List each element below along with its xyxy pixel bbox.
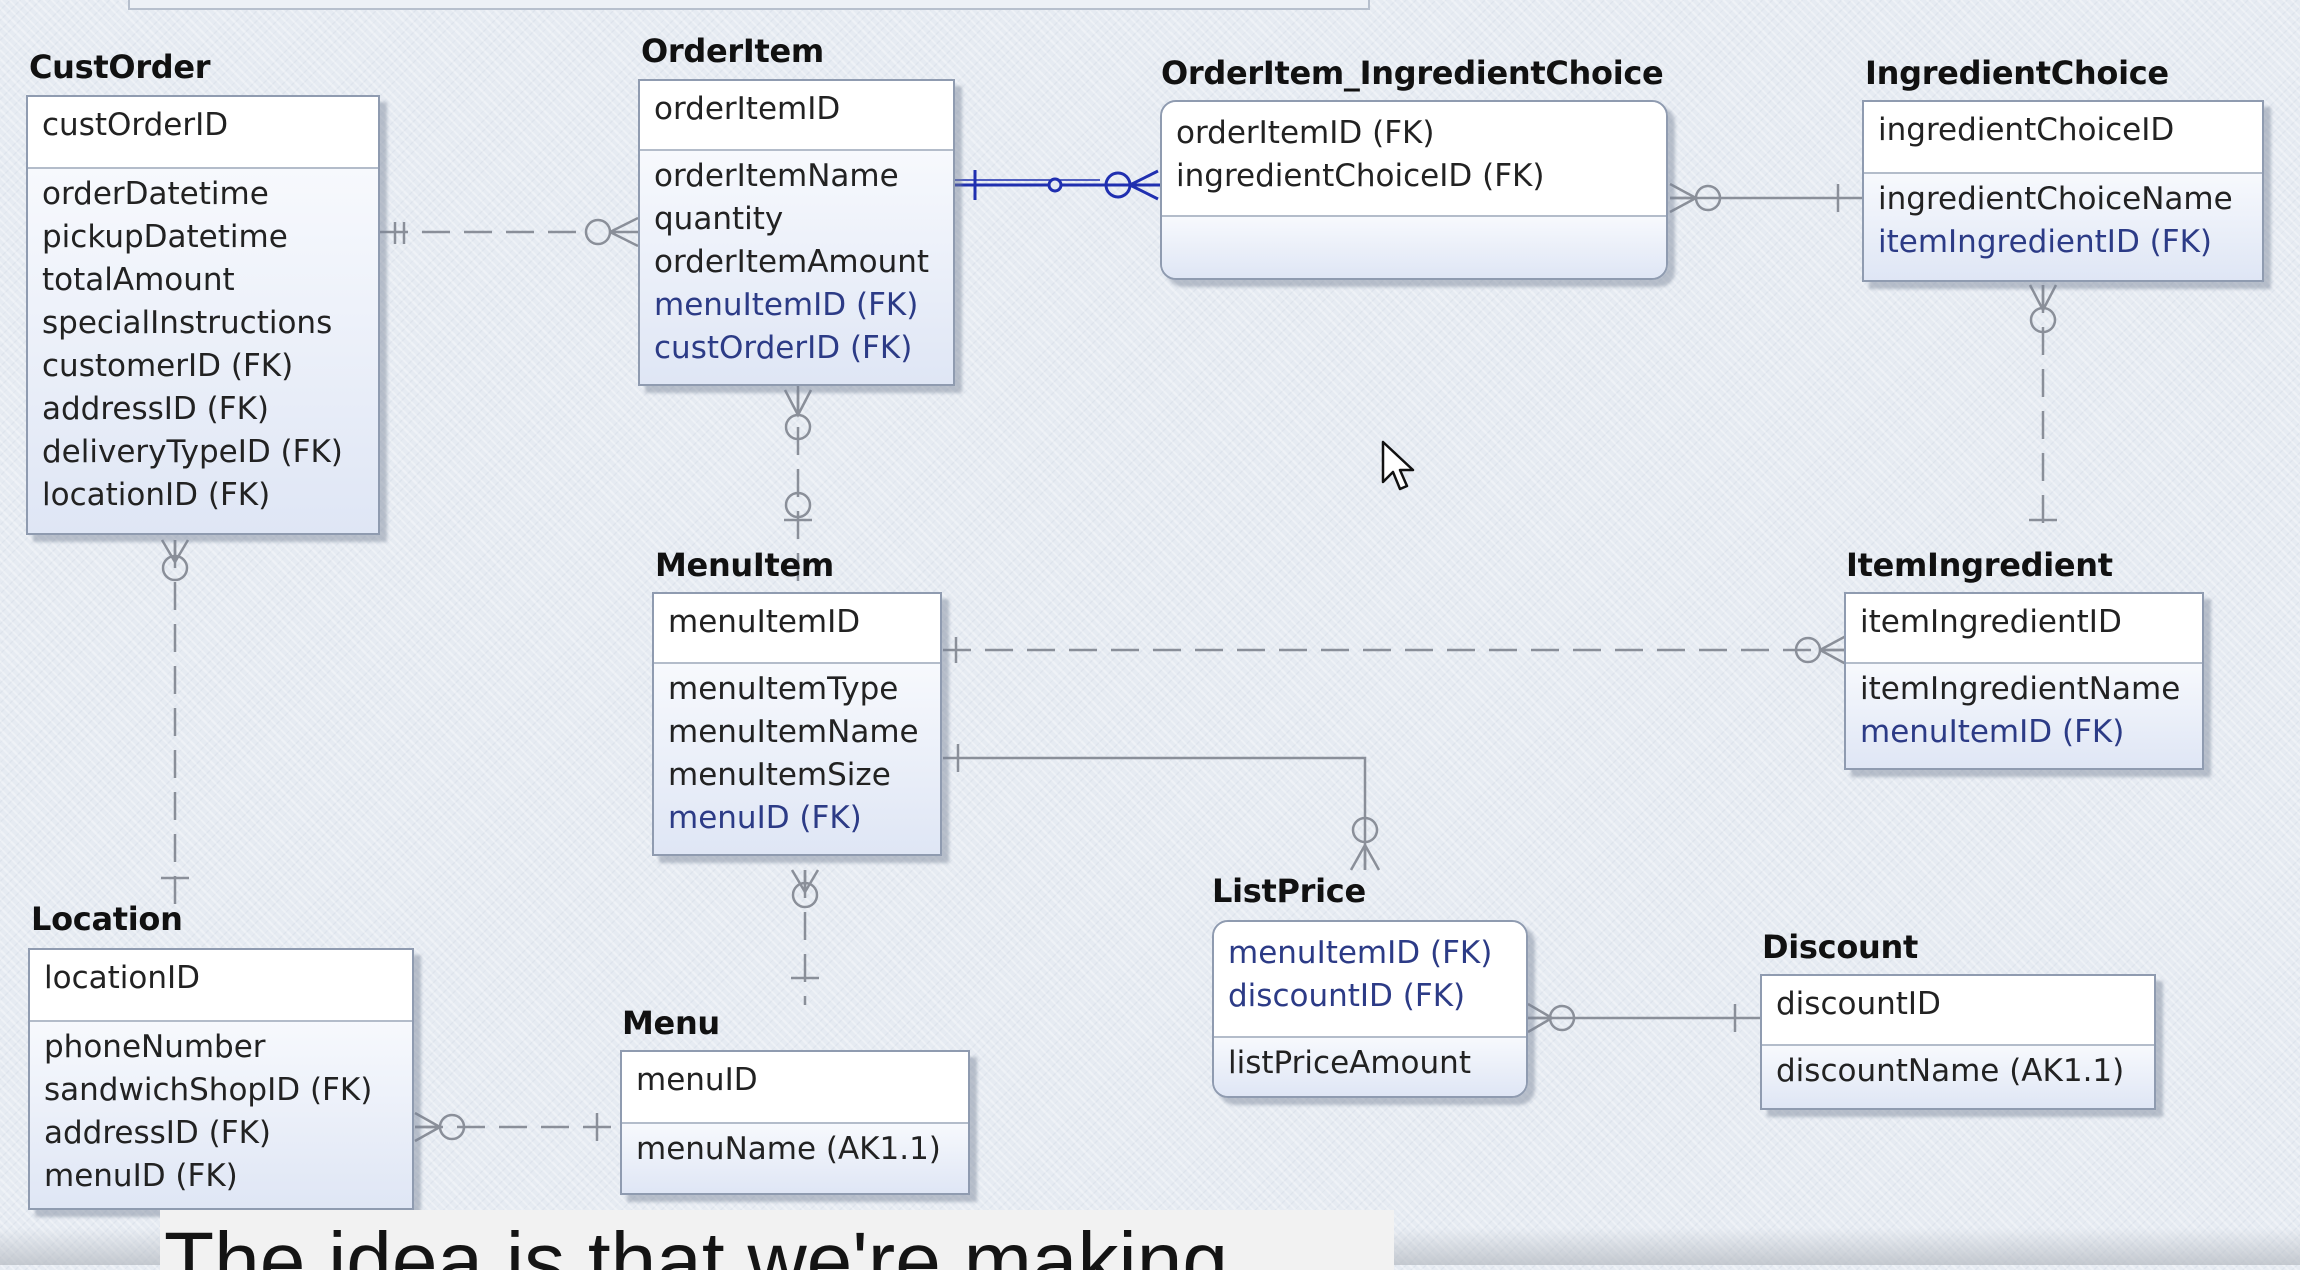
attribute: orderItemID <box>654 91 841 127</box>
attribute: specialInstructions <box>42 305 333 341</box>
rel-custorder-location[interactable] <box>160 539 190 905</box>
attribute: itemIngredientID <box>1860 604 2122 640</box>
mouse-pointer-icon <box>1381 440 1415 498</box>
attribute: menuItemType <box>668 671 899 707</box>
attribute: locationID <box>44 960 201 996</box>
attributes-section: itemIngredientName menuItemID (FK) <box>1846 664 2202 768</box>
entity-box[interactable]: orderItemID (FK) ingredientChoiceID (FK) <box>1160 100 1668 280</box>
attributes-section: listPriceAmount <box>1214 1038 1526 1096</box>
attribute: listPriceAmount <box>1228 1045 1471 1081</box>
primary-key-section: locationID <box>30 950 412 1022</box>
rel-custorder-orderitem[interactable] <box>380 216 639 248</box>
attributes-section: ingredientChoiceName itemIngredientID (F… <box>1864 174 2262 280</box>
attribute: menuItemID (FK) <box>1860 714 2125 750</box>
attribute: custOrderID <box>42 107 229 143</box>
attribute: menuID (FK) <box>44 1158 238 1194</box>
attribute: discountID (FK) <box>1228 978 1466 1014</box>
entity-box[interactable]: discountID discountName (AK1.1) <box>1760 974 2156 1110</box>
attribute: phoneNumber <box>44 1029 266 1065</box>
attribute: itemIngredientName <box>1860 671 2181 707</box>
video-caption: The idea is that we're making <box>160 1210 1394 1270</box>
primary-key-section: discountID <box>1762 976 2154 1046</box>
rel-ingredientchoice-itemingredient[interactable] <box>2028 284 2058 530</box>
entity-title: OrderItem_IngredientChoice <box>1161 54 1664 92</box>
attributes-section: orderDatetime pickupDatetime totalAmount… <box>28 169 378 533</box>
entity-box[interactable]: menuItemID menuItemType menuItemName men… <box>652 592 942 856</box>
attribute: ingredientChoiceID (FK) <box>1176 158 1545 194</box>
attribute: deliveryTypeID (FK) <box>42 434 343 470</box>
attributes-section <box>1162 217 1666 278</box>
primary-key-section: menuItemID <box>654 594 940 664</box>
entity-title: MenuItem <box>655 546 834 584</box>
attribute: orderDatetime <box>42 176 269 212</box>
entity-box[interactable]: itemIngredientID itemIngredientName menu… <box>1844 592 2204 770</box>
primary-key-section: orderItemID (FK) ingredientChoiceID (FK) <box>1162 102 1666 217</box>
attribute: menuItemID <box>668 604 861 640</box>
attribute: menuItemName <box>668 714 919 750</box>
rel-menuitem-itemingredient[interactable] <box>943 634 1847 666</box>
entity-box[interactable]: orderItemID orderItemName quantity order… <box>638 79 955 386</box>
entity-title: ItemIngredient <box>1846 546 2113 584</box>
entity-box[interactable]: locationID phoneNumber sandwichShopID (F… <box>28 948 414 1210</box>
rel-oi-ic-ingredientchoice[interactable] <box>1669 182 1862 214</box>
entity-title: OrderItem <box>641 32 824 70</box>
attribute: addressID (FK) <box>44 1115 272 1151</box>
attribute: addressID (FK) <box>42 391 270 427</box>
attribute: discountID <box>1776 986 1941 1022</box>
attributes-section: discountName (AK1.1) <box>1762 1046 2154 1108</box>
attribute: locationID (FK) <box>42 477 271 513</box>
attribute: pickupDatetime <box>42 219 288 255</box>
entity-title: CustOrder <box>29 48 211 86</box>
attribute: menuID (FK) <box>668 800 862 836</box>
rel-menu-menuitem[interactable] <box>790 869 820 1005</box>
rel-orderitem-menuitem[interactable] <box>783 385 813 590</box>
entity-title: Menu <box>622 1004 720 1042</box>
attribute: menuID <box>636 1062 758 1098</box>
attributes-section: phoneNumber sandwichShopID (FK) addressI… <box>30 1022 412 1208</box>
entity-box[interactable]: menuID menuName (AK1.1) <box>620 1050 970 1195</box>
rel-orderitem-oi-ic-selected[interactable] <box>955 169 1160 201</box>
attribute: itemIngredientID (FK) <box>1878 224 2213 260</box>
rel-menu-location[interactable] <box>414 1111 620 1143</box>
attribute: orderItemName <box>654 158 899 194</box>
attributes-section: menuName (AK1.1) <box>622 1124 968 1193</box>
attribute: menuName (AK1.1) <box>636 1131 941 1167</box>
entity-title: Discount <box>1762 928 1918 966</box>
attribute: sandwichShopID (FK) <box>44 1072 373 1108</box>
attribute: custOrderID (FK) <box>654 330 913 366</box>
attribute: orderItemAmount <box>654 244 930 280</box>
primary-key-section: ingredientChoiceID <box>1864 102 2262 174</box>
entity-title: IngredientChoice <box>1865 54 2169 92</box>
entity-title: Location <box>31 900 183 938</box>
attribute: orderItemID (FK) <box>1176 115 1435 151</box>
attribute: menuItemSize <box>668 757 891 793</box>
attribute: ingredientChoiceName <box>1878 181 2233 217</box>
attribute: menuItemID (FK) <box>1228 935 1493 971</box>
attribute: ingredientChoiceID <box>1878 112 2175 148</box>
attribute: customerID (FK) <box>42 348 294 384</box>
entity-box[interactable]: ingredientChoiceID ingredientChoiceName … <box>1862 100 2264 282</box>
primary-key-section: custOrderID <box>28 97 378 169</box>
entity-title: ListPrice <box>1212 872 1366 910</box>
attribute: menuItemID (FK) <box>654 287 919 323</box>
attributes-section: menuItemType menuItemName menuItemSize m… <box>654 664 940 854</box>
rel-menuitem-listprice[interactable] <box>943 744 1381 871</box>
entity-box[interactable]: custOrderID orderDatetime pickupDatetime… <box>26 95 380 535</box>
primary-key-section: itemIngredientID <box>1846 594 2202 664</box>
primary-key-section: menuID <box>622 1052 968 1124</box>
entity-box[interactable]: menuItemID (FK) discountID (FK) listPric… <box>1212 920 1528 1098</box>
primary-key-section: orderItemID <box>640 81 953 151</box>
top-panel <box>128 0 1370 10</box>
attribute: quantity <box>654 201 784 237</box>
attributes-section: orderItemName quantity orderItemAmount m… <box>640 151 953 384</box>
primary-key-section: menuItemID (FK) discountID (FK) <box>1214 922 1526 1038</box>
rel-listprice-discount[interactable] <box>1527 1002 1762 1034</box>
attribute: totalAmount <box>42 262 235 298</box>
attribute: discountName (AK1.1) <box>1776 1053 2125 1089</box>
